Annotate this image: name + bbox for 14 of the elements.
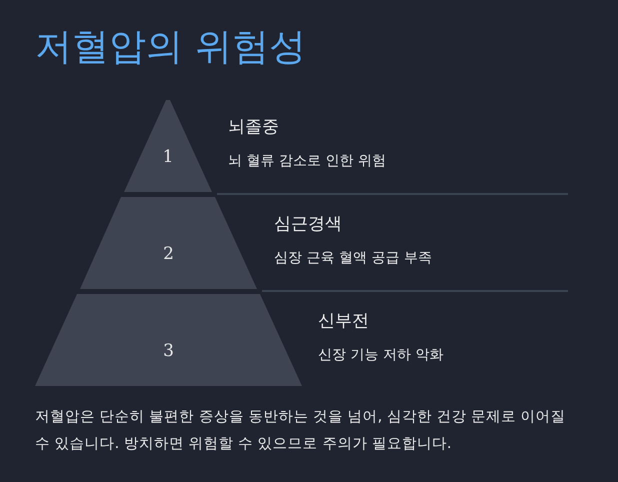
tier-number: 3: [163, 341, 174, 362]
tier-number: 2: [163, 244, 174, 264]
tier-heading: 뇌졸중: [228, 116, 279, 138]
pyramid-tier: [80, 197, 257, 289]
tier-heading: 심근경색: [274, 213, 342, 235]
tier-description: 뇌 혈류 감소로 인한 위험: [228, 152, 386, 171]
tier-description: 심장 근육 혈액 공급 부족: [274, 249, 432, 268]
tier-description: 신장 기능 저하 악화: [318, 346, 444, 365]
tier-heading: 신부전: [318, 310, 369, 332]
title: 저혈압의 위험성: [35, 24, 306, 70]
pyramid-tier: [124, 100, 212, 192]
tier-number: 1: [162, 147, 174, 168]
pyramid-tier: [35, 294, 302, 386]
caption: 저혈압은 단순히 불편한 증상을 동반하는 것을 넘어, 심각한 건강 문제로 이어질 수 있습니다. 방치하면 위험할 수 있으므로 주의가 필요합니다.: [35, 408, 567, 454]
